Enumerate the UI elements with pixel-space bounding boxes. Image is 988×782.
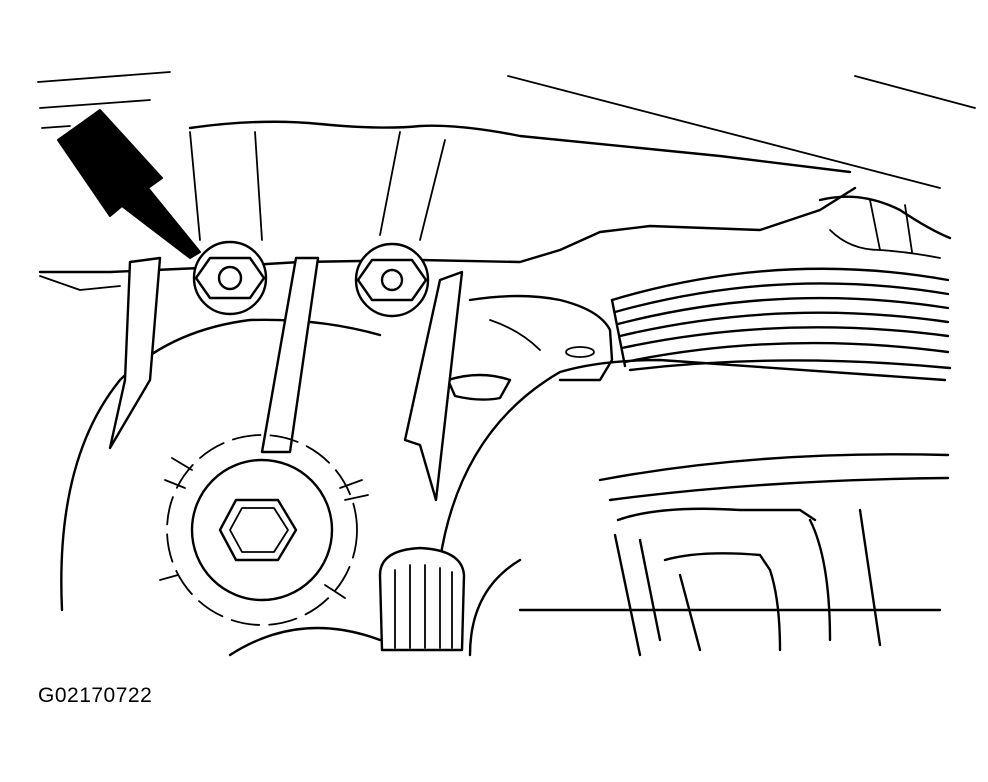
upper-housing [38,120,857,291]
bolt-right [354,242,430,318]
crank-pulley [610,267,952,372]
tensioner-arms [108,256,464,502]
lower-ducting [613,507,882,657]
right-hose-assembly [818,195,952,259]
bottom-arc [228,626,382,657]
mount-bracket [446,294,614,401]
bolt-left [192,240,268,316]
figure-caption: G02170722 [38,684,153,707]
lower-housing [60,318,950,657]
tensioner-pulley [159,434,369,626]
callout-arrow [57,109,201,259]
filler-cap [378,546,466,652]
upper-contour-lines [37,71,976,189]
